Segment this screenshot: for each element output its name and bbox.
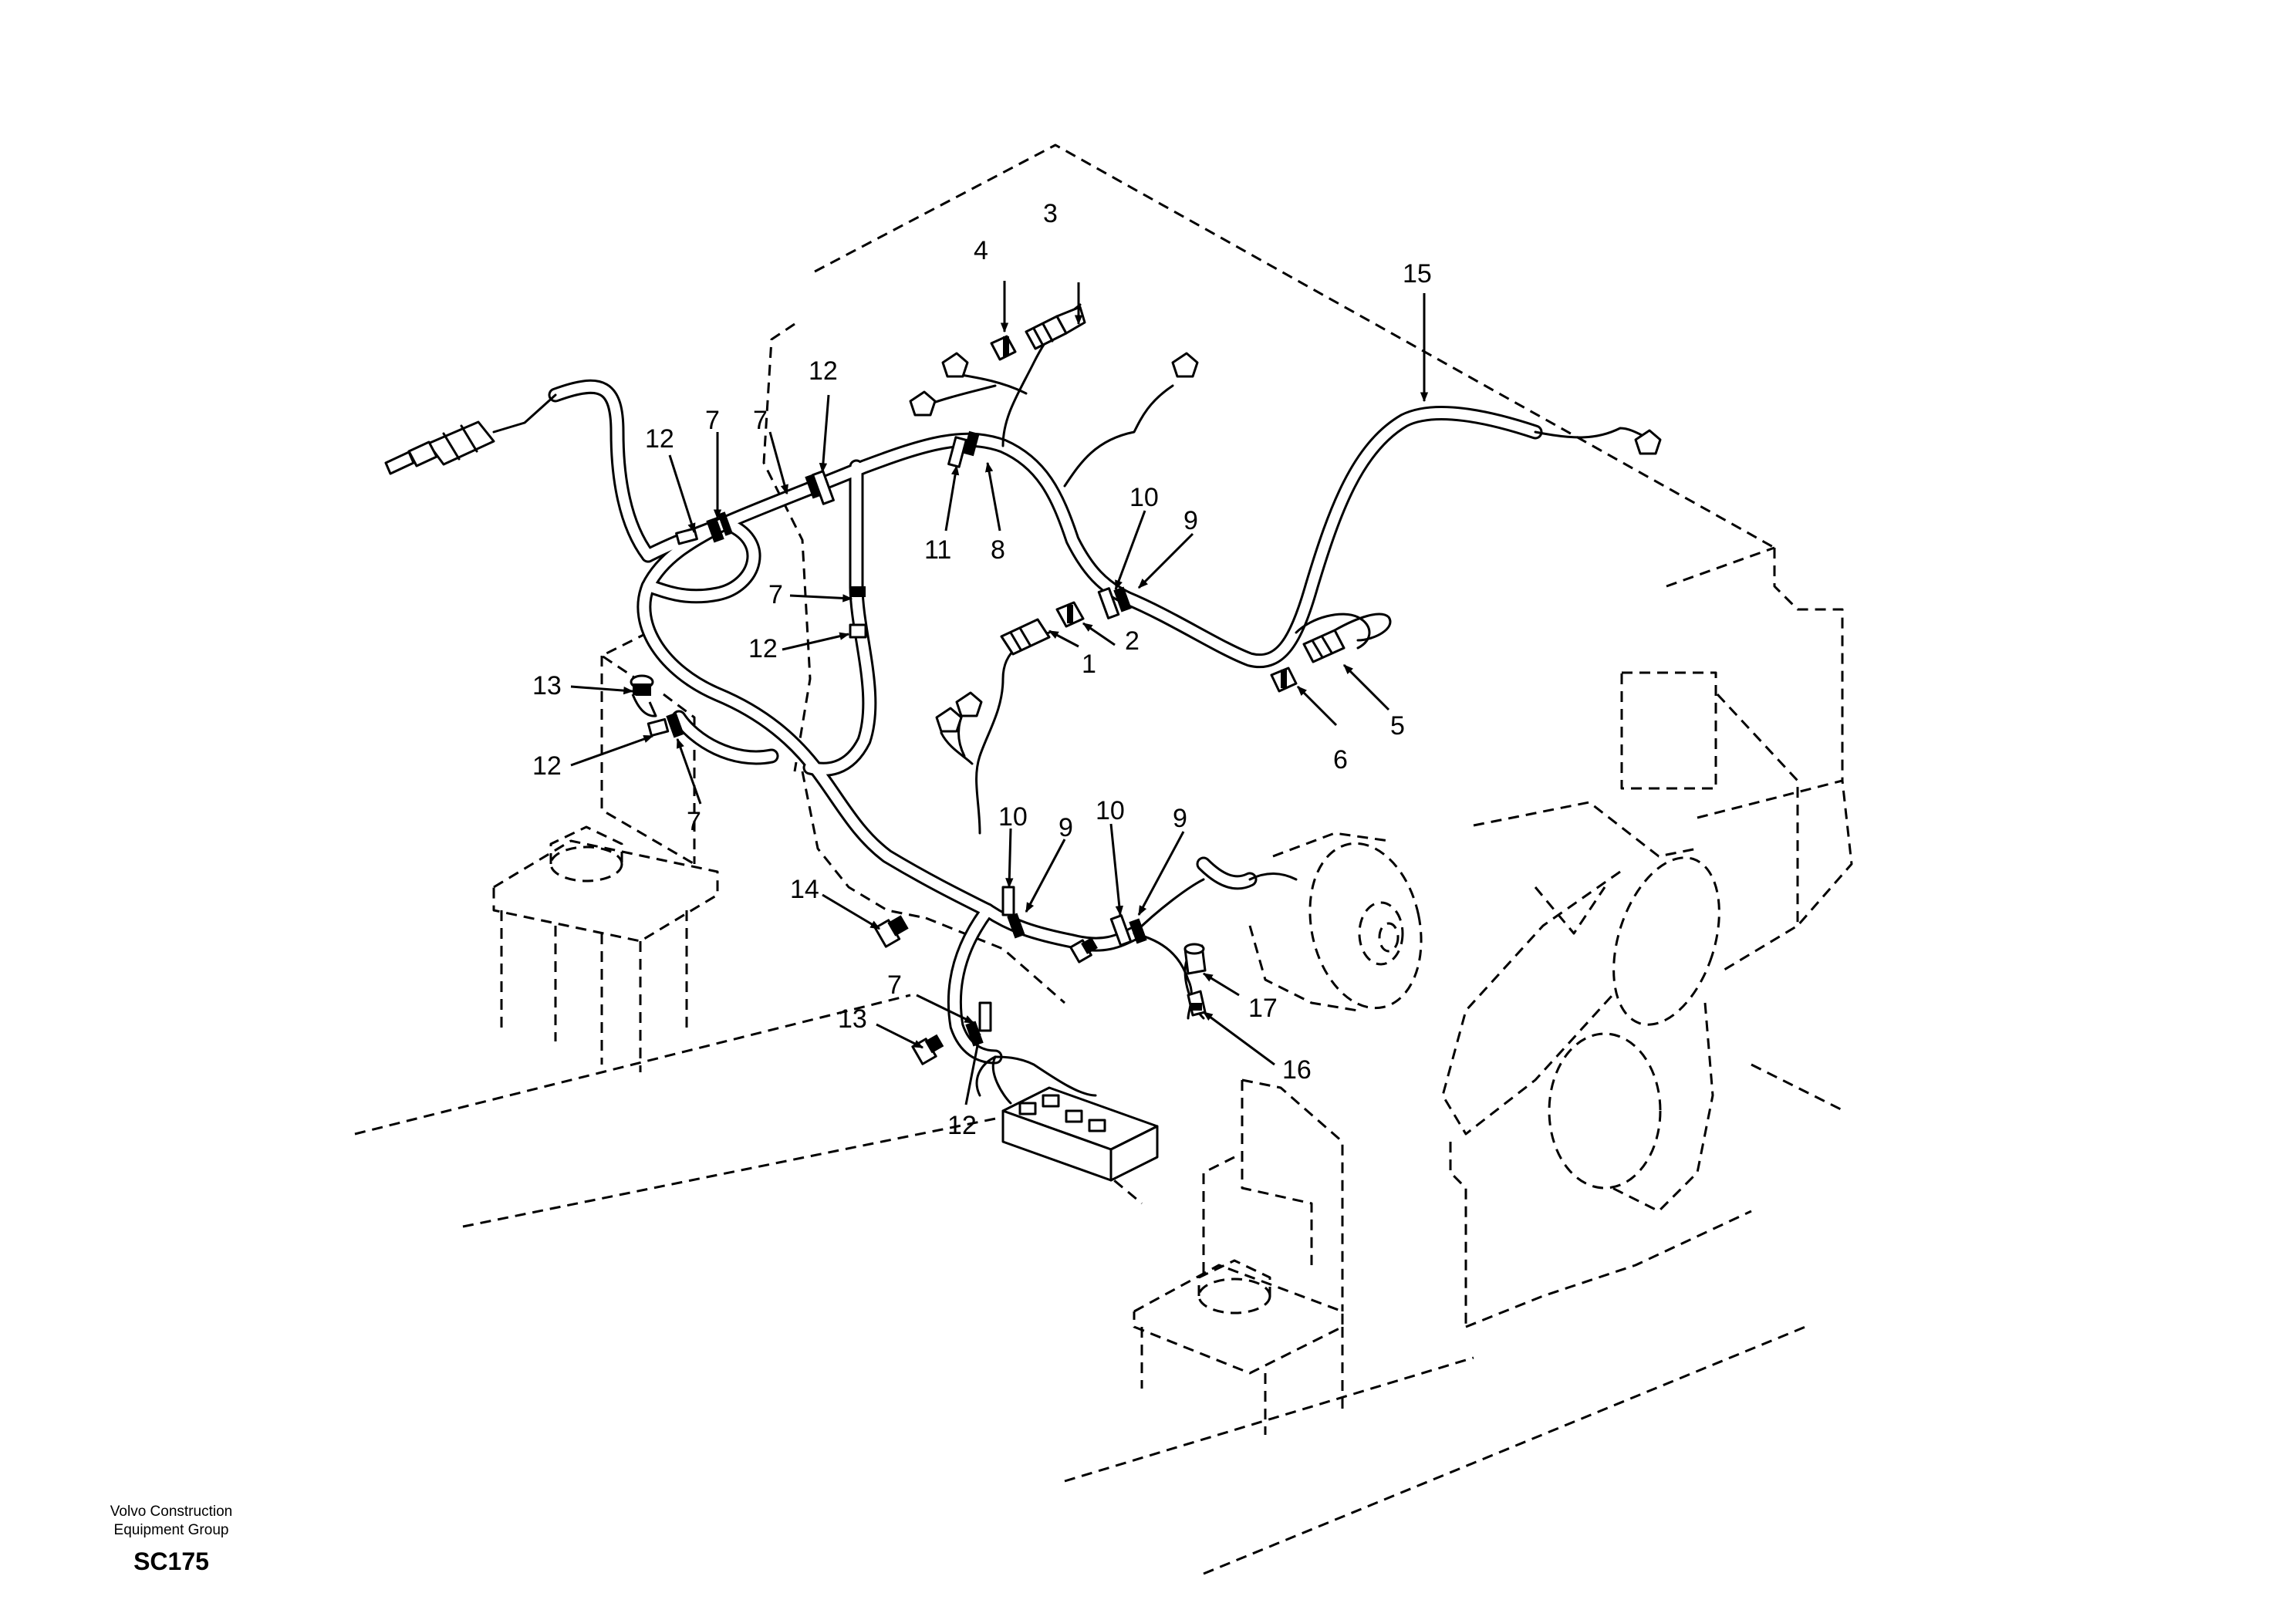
callout-12-c: 12 <box>748 634 778 663</box>
callout-13-b: 13 <box>838 1004 867 1034</box>
callout-11: 11 <box>924 535 951 565</box>
connector-plug-left <box>384 420 495 475</box>
sensor-2 <box>1055 601 1085 628</box>
callout-10-b: 10 <box>998 802 1028 832</box>
sensor-1 <box>1000 618 1051 656</box>
relay-bracket <box>1001 1086 1159 1182</box>
callout-12-e: 12 <box>947 1111 977 1140</box>
callout-5: 5 <box>1390 711 1405 741</box>
sensor-3 <box>1025 305 1086 350</box>
sensor-16 <box>1187 990 1207 1017</box>
callout-7-a: 7 <box>705 406 720 435</box>
callout-7-e: 7 <box>887 970 902 1000</box>
callout-9-a: 9 <box>1183 506 1198 535</box>
callout-12-d: 12 <box>532 751 562 781</box>
callout-16: 16 <box>1282 1055 1312 1085</box>
callout-9-b: 9 <box>1059 813 1073 842</box>
bolt-14 <box>873 915 909 948</box>
callout-2: 2 <box>1125 626 1140 656</box>
sensor-17 <box>1183 943 1207 975</box>
callout-10-c: 10 <box>1096 796 1125 825</box>
callout-1: 1 <box>1082 650 1096 679</box>
diagram-code: SC175 <box>133 1547 209 1575</box>
sensor-6 <box>1270 667 1298 693</box>
callout-13-a: 13 <box>532 671 562 700</box>
callout-7-b: 7 <box>753 406 768 435</box>
callout-6: 6 <box>1333 745 1348 775</box>
connector-heads <box>909 352 1662 733</box>
publisher-footer: Volvo Construction Equipment Group SC175 <box>56 1503 287 1576</box>
org-name-line-1: Volvo Construction <box>110 1504 233 1520</box>
callout-4: 4 <box>974 236 988 265</box>
callout-9-c: 9 <box>1173 804 1187 833</box>
sensor-5 <box>1302 613 1392 663</box>
engine-outline <box>354 143 1853 1575</box>
callout-7-c: 7 <box>768 580 783 609</box>
bolt-13-upper <box>630 674 657 717</box>
callout-8: 8 <box>991 535 1005 565</box>
callout-12-b: 12 <box>809 356 838 386</box>
callout-17: 17 <box>1248 994 1278 1023</box>
sensor-4 <box>990 335 1017 361</box>
leader-lines <box>570 281 1429 1105</box>
callout-3: 3 <box>1043 199 1058 228</box>
callout-10-a: 10 <box>1129 483 1159 512</box>
callout-7-d: 7 <box>687 807 701 836</box>
callout-14: 14 <box>790 875 819 904</box>
bolt-13-lower <box>911 1034 944 1065</box>
callout-labels: 1 2 3 4 5 6 7 7 7 7 7 8 9 9 9 10 10 10 1… <box>532 199 1432 1140</box>
bolt-lower-alternator <box>1069 937 1098 964</box>
callout-15: 15 <box>1403 259 1432 289</box>
org-name-line-2: Equipment Group <box>113 1522 229 1538</box>
callout-12-a: 12 <box>645 424 674 454</box>
